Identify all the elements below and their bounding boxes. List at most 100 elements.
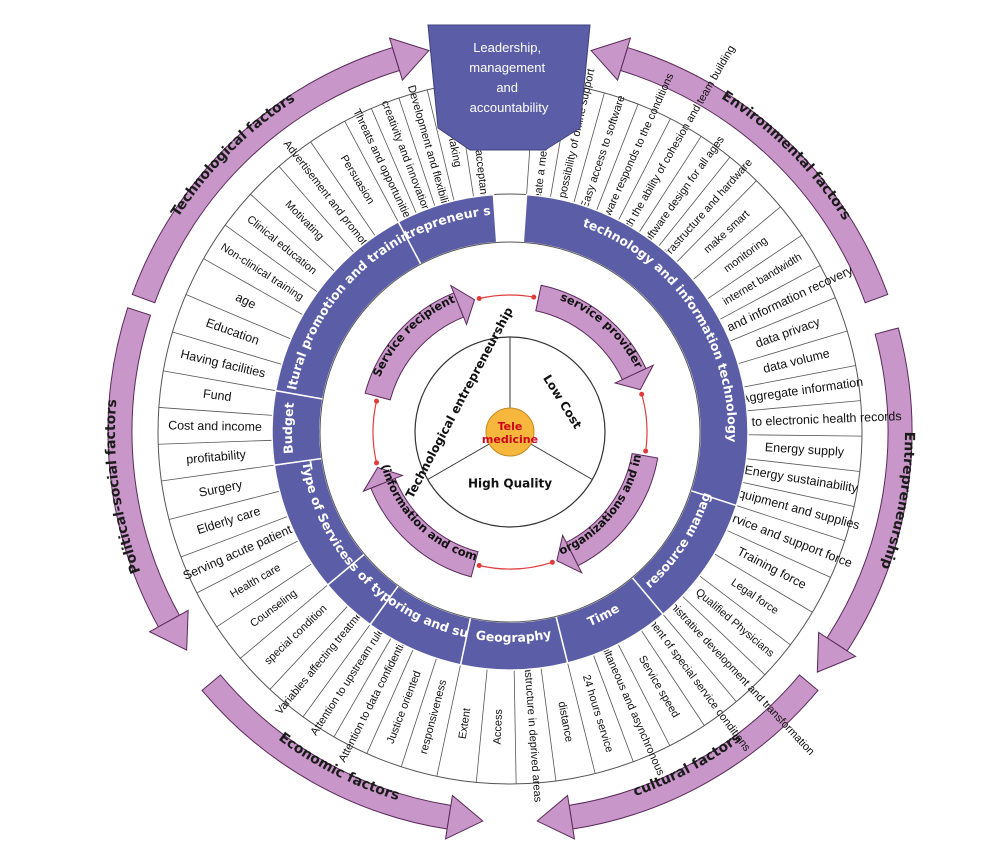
item-divider bbox=[333, 637, 392, 738]
item-divider bbox=[540, 667, 557, 782]
leadership-line-1: Leadership, bbox=[473, 40, 541, 55]
connector-dot bbox=[639, 391, 645, 397]
inner-connector-line bbox=[641, 394, 648, 452]
outer-arrowhead bbox=[536, 794, 576, 840]
inner-connector-line bbox=[372, 401, 378, 463]
item-fund: Fund bbox=[202, 387, 232, 404]
category-segment-budget bbox=[271, 389, 324, 466]
item-divider bbox=[426, 89, 455, 201]
outer-arrowhead bbox=[148, 609, 189, 651]
item-profitability: profitability bbox=[186, 447, 247, 466]
item-divider bbox=[302, 624, 371, 718]
item-divider bbox=[398, 97, 436, 207]
outer-arrowhead bbox=[388, 37, 430, 82]
item-divider bbox=[719, 265, 821, 320]
item-divider bbox=[224, 224, 318, 293]
item-divider bbox=[676, 180, 757, 263]
item-divider bbox=[161, 464, 275, 482]
item-divider bbox=[203, 258, 304, 316]
connector-dot bbox=[531, 294, 537, 300]
item-divider bbox=[707, 234, 803, 300]
inner-connector-line bbox=[479, 294, 534, 300]
item-energy-supply: Energy supply bbox=[765, 440, 846, 459]
item-divider bbox=[742, 481, 855, 507]
inner-arrowhead bbox=[613, 364, 655, 391]
item-divider bbox=[692, 206, 781, 281]
leadership-line-2: management bbox=[469, 60, 545, 75]
item-divider bbox=[618, 118, 671, 221]
item-divider bbox=[158, 407, 273, 416]
item-divider bbox=[216, 563, 312, 628]
item-divider bbox=[172, 331, 282, 365]
item-access: Access bbox=[492, 708, 505, 744]
core-label-high-quality: High Quality bbox=[468, 477, 552, 491]
outer-arrowhead bbox=[816, 631, 857, 673]
outer-arrow-body bbox=[619, 46, 889, 304]
item-divider bbox=[747, 400, 861, 412]
item-divider bbox=[567, 662, 596, 774]
item-divider bbox=[185, 294, 292, 340]
item-divider bbox=[726, 529, 831, 578]
item-divider bbox=[592, 654, 634, 762]
outer-arrow-body bbox=[107, 307, 181, 628]
leadership-line-4: accountability bbox=[470, 100, 549, 115]
item-divider bbox=[196, 540, 299, 594]
item-divider bbox=[729, 297, 836, 342]
item-divider bbox=[240, 584, 328, 659]
telemedicine-center bbox=[485, 407, 535, 457]
leadership-header: Leadership, management and accountabilit… bbox=[427, 24, 591, 151]
outer-arrowhead bbox=[590, 37, 632, 82]
connector-dot bbox=[476, 562, 482, 568]
item-divider bbox=[714, 553, 813, 613]
inner-arrowhead bbox=[556, 533, 583, 574]
item-divider bbox=[163, 370, 276, 392]
connector-dot bbox=[643, 448, 649, 454]
item-divider bbox=[638, 136, 702, 233]
item-divider bbox=[250, 193, 335, 272]
category-label-budget: Budget bbox=[280, 401, 297, 454]
inner-connector-line bbox=[479, 561, 553, 570]
item-divider bbox=[596, 103, 639, 211]
item-divider bbox=[662, 614, 737, 702]
item-divider bbox=[699, 575, 791, 646]
item-divider bbox=[682, 595, 766, 676]
item-divider bbox=[400, 658, 437, 767]
item-cost-and-income: Cost and income bbox=[168, 418, 262, 434]
outer-arrow-body bbox=[201, 674, 452, 830]
item-divider bbox=[658, 156, 731, 247]
item-divider bbox=[736, 505, 845, 542]
inner-arrowhead bbox=[449, 284, 476, 326]
item-divider bbox=[641, 630, 705, 726]
inner-arrowhead bbox=[362, 466, 404, 493]
item-divider bbox=[278, 166, 355, 253]
item-divider bbox=[513, 669, 517, 784]
connector-dot bbox=[374, 460, 380, 466]
item-divider bbox=[746, 458, 860, 472]
connector-dot bbox=[476, 296, 482, 302]
item-divider bbox=[436, 664, 461, 777]
item-divider bbox=[617, 643, 671, 746]
core-divider bbox=[427, 442, 492, 480]
item-divider bbox=[747, 434, 862, 437]
item-divider bbox=[573, 92, 605, 203]
item-divider bbox=[269, 605, 348, 690]
item-divider bbox=[366, 649, 414, 754]
item-divider bbox=[743, 365, 856, 388]
svg-text:Leadership, management: Leadership, management and accountabilit… bbox=[469, 40, 549, 115]
item-divider bbox=[475, 668, 488, 783]
item-divider bbox=[158, 439, 273, 445]
connector-dot bbox=[374, 398, 380, 404]
item-divider bbox=[737, 330, 848, 365]
leadership-line-3: and bbox=[496, 80, 518, 95]
item-divider bbox=[180, 516, 288, 558]
outer-arrowhead bbox=[444, 794, 484, 840]
connector-dot bbox=[549, 559, 555, 565]
item-divider bbox=[370, 108, 417, 214]
item-divider bbox=[168, 490, 280, 520]
item-divider bbox=[310, 141, 376, 237]
item-extent: Extent bbox=[457, 707, 474, 740]
item-divider bbox=[344, 121, 399, 223]
category-label-geography: Geography bbox=[475, 626, 553, 645]
